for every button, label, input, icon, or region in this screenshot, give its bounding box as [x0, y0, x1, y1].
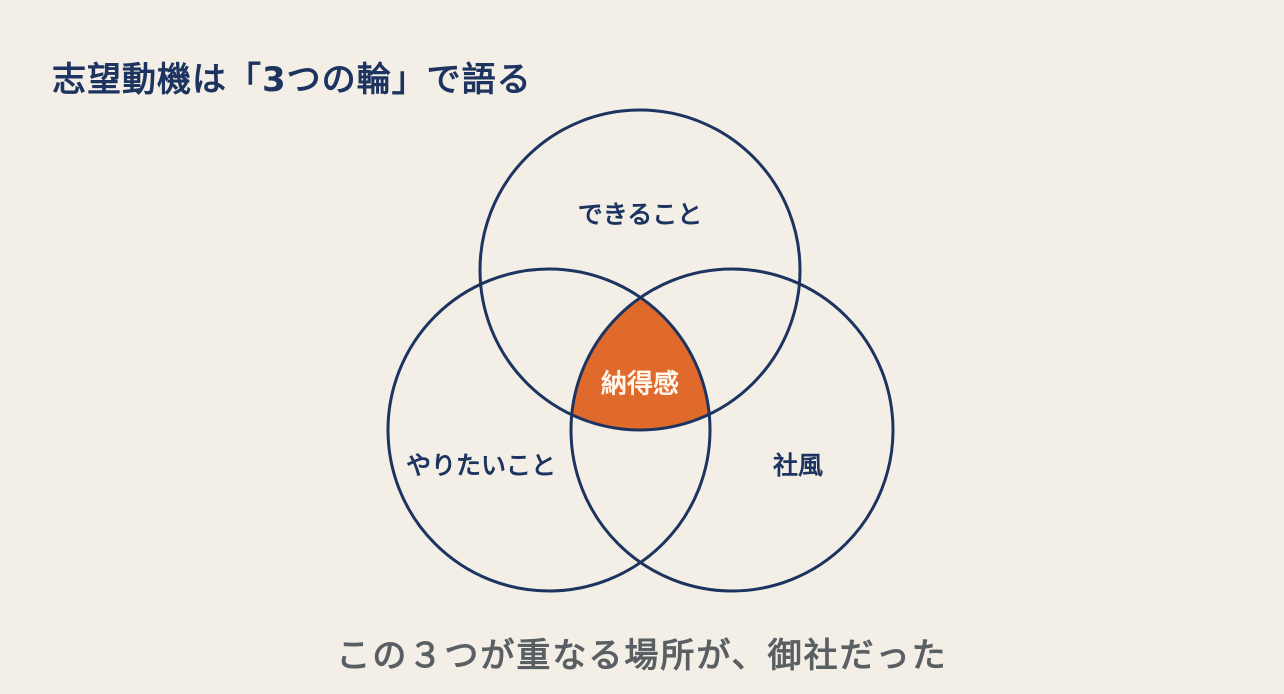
- page-title: 志望動機は「3つの輪」で語る: [52, 60, 532, 100]
- label-want-to-do: やりたいこと: [405, 451, 557, 480]
- circle-company-culture: [569, 267, 895, 593]
- circle-can-do: [478, 108, 802, 432]
- circle-want-to-do: [386, 267, 712, 593]
- intersection-highlight: [571, 269, 710, 430]
- label-company-culture: 社風: [772, 451, 824, 480]
- label-can-do: できること: [577, 200, 703, 229]
- caption: この３つが重なる場所が、御社だった: [336, 636, 948, 676]
- label-conviction: 納得感: [600, 369, 680, 400]
